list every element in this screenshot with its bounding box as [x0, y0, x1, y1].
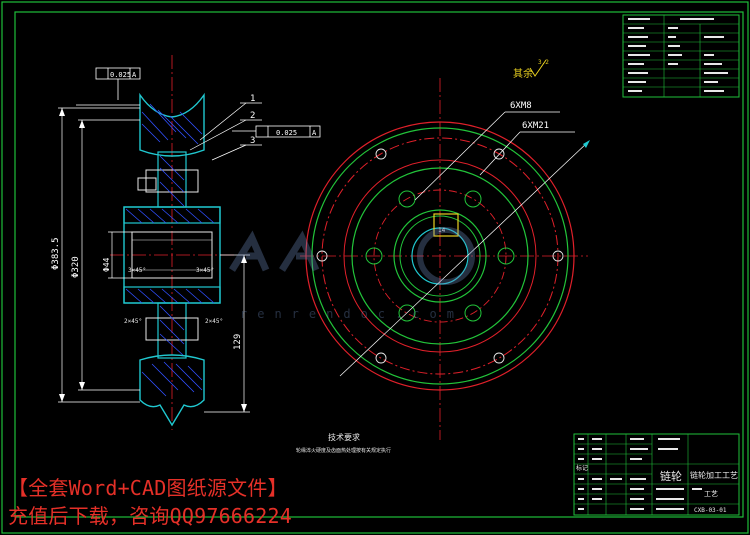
title-drawing-code: CXB-03-01: [694, 507, 727, 514]
leader-label-2: 2: [250, 111, 255, 121]
title-drawing-title: 链轮加工工艺: [690, 470, 738, 480]
title-part-name: 链轮: [660, 469, 682, 483]
roughness-value: 3.2: [538, 59, 549, 66]
inner-border: [14, 11, 744, 518]
leader-label-3: 3: [250, 136, 255, 146]
title-block: 链轮 链轮加工工艺 工艺 CXB-03-01 标记: [573, 433, 740, 516]
roughness-symbol-icon: [529, 59, 547, 77]
tolerance-value-1: 0.025: [110, 71, 131, 79]
tolerance-datum-1: A: [132, 71, 137, 79]
watermark-logo-icon: renrendoc.com: [229, 227, 475, 321]
hole-callout-1: 6XM8: [510, 101, 532, 111]
svg-text:3×45°: 3×45°: [196, 267, 214, 274]
ad-banner-line-1: 【全套Word+CAD图纸源文件】: [8, 476, 288, 500]
tech-requirements-text: 轮缘淬火硬度及齿面热处理按有关规定执行: [296, 447, 391, 454]
roughness-note: 其余: [513, 67, 533, 80]
tolerance-value-3: 0.025: [276, 129, 297, 137]
section-view: Φ383.5 Φ320 Φ44 129 3×45° 3×45° 2×45° 2×…: [51, 55, 321, 430]
dim-outer-diameter: Φ383.5: [51, 237, 61, 270]
svg-text:2×45°: 2×45°: [124, 318, 142, 325]
end-view: 14 6XM8 6XM21 其余 3.2 技术要求 轮缘淬火硬度及齿面热处理按有…: [296, 59, 590, 454]
parameter-table: [622, 14, 740, 98]
svg-text:3×45°: 3×45°: [128, 267, 146, 274]
dim-bore-diameter: Φ44: [102, 257, 111, 272]
leader-label-1: 1: [250, 94, 255, 104]
svg-text:2×45°: 2×45°: [205, 318, 223, 325]
ad-banner-line-2: 充值后下载，咨询QQ97666224: [8, 504, 293, 528]
svg-text:renrendoc.com: renrendoc.com: [240, 307, 464, 321]
title-org-label: 标记: [576, 464, 588, 472]
dim-pitch-diameter: Φ320: [71, 256, 81, 278]
tolerance-datum-3: A: [312, 129, 317, 137]
title-process-label: 工艺: [704, 490, 718, 498]
svg-text:14: 14: [438, 227, 446, 234]
tech-requirements-title: 技术要求: [328, 432, 360, 442]
dim-height: 129: [233, 334, 243, 350]
hole-callout-2: 6XM21: [522, 121, 549, 131]
